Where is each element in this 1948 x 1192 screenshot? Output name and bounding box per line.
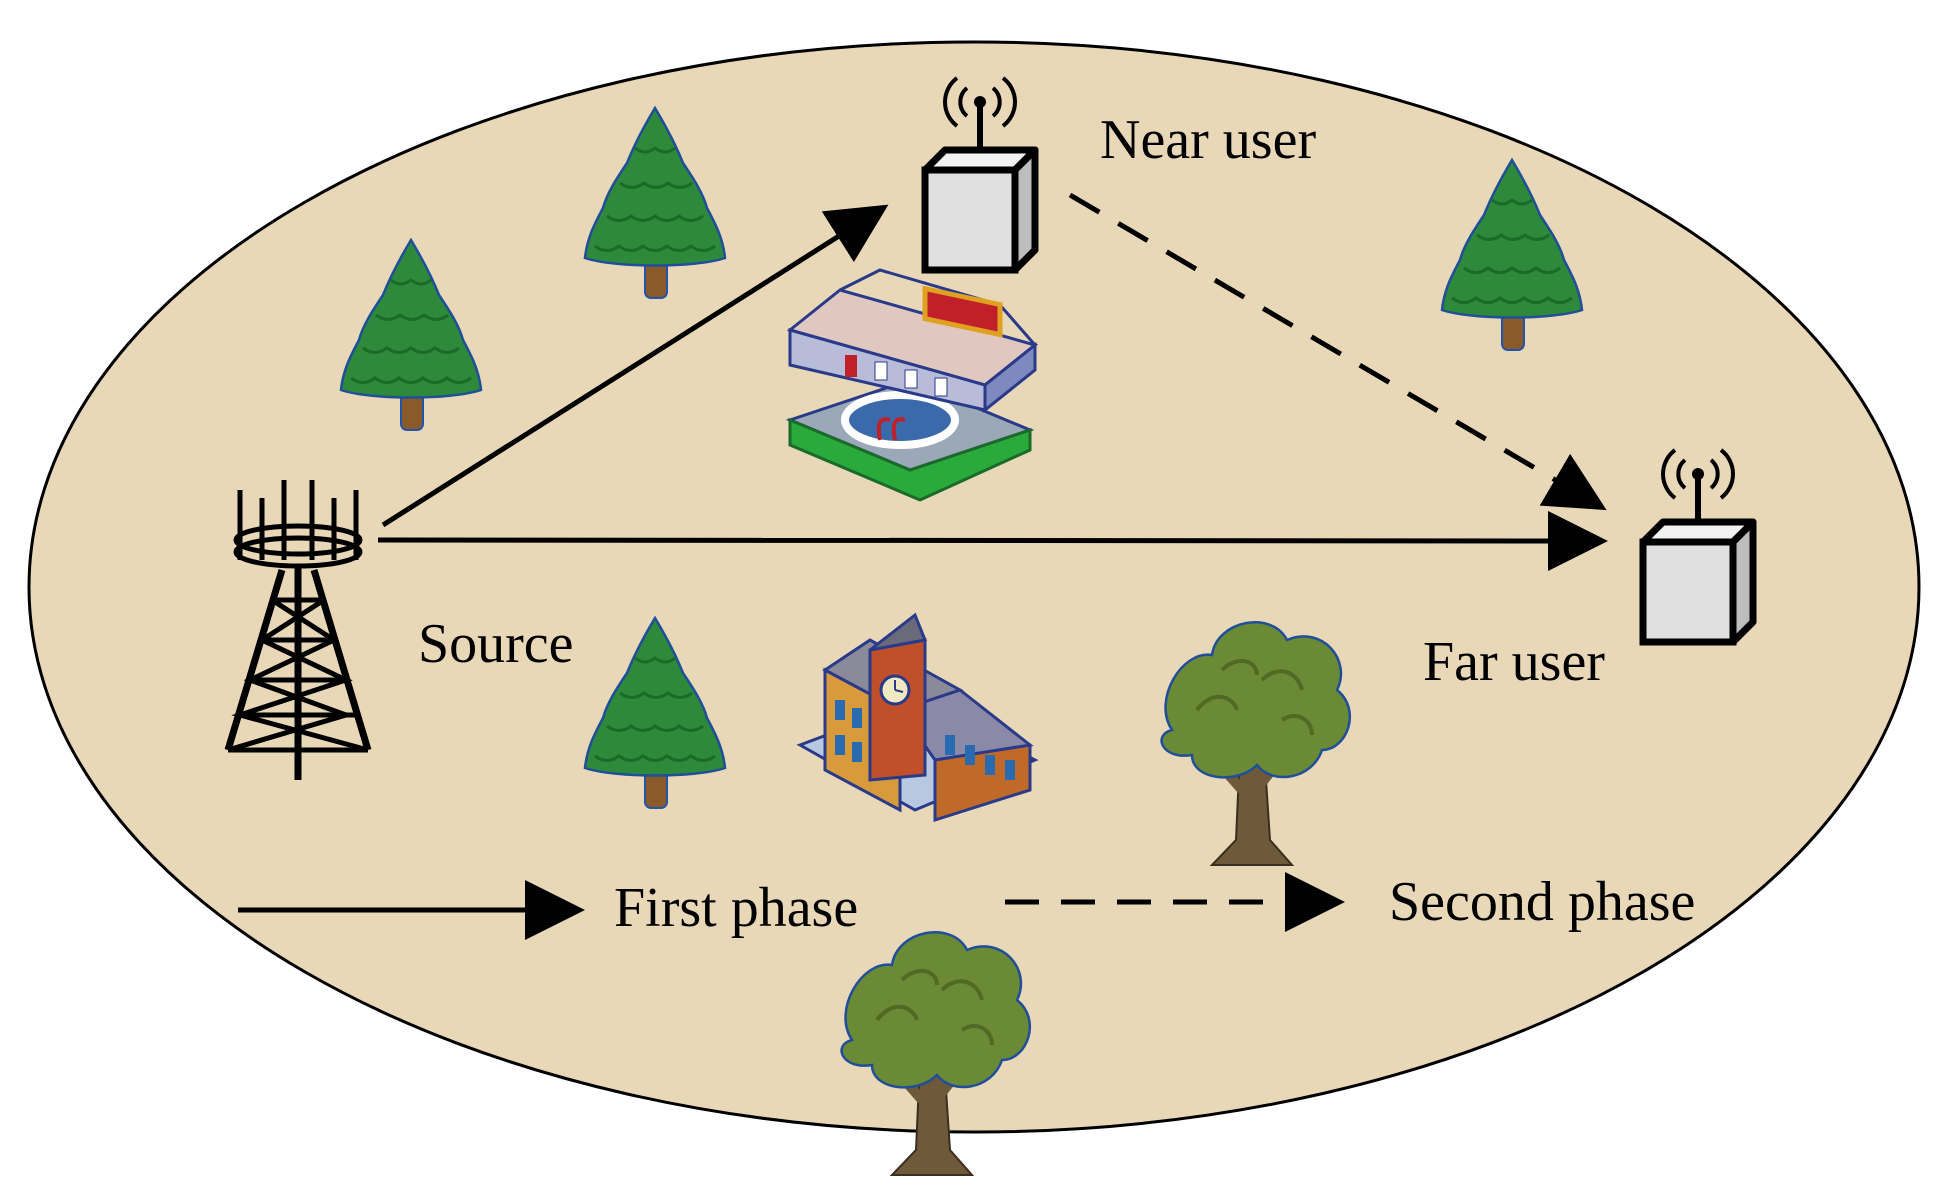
coverage-area <box>27 40 1921 1134</box>
arrow-source-to-near <box>381 204 889 528</box>
arrow-source-to-far <box>377 510 1608 571</box>
far-user-label: Far user <box>1423 631 1605 693</box>
arrow-near-to-far <box>1068 192 1607 511</box>
near-user-label: Near user <box>1100 109 1317 171</box>
motel-building <box>785 268 1039 502</box>
school-building <box>796 612 1039 823</box>
source-tower-icon <box>224 480 372 780</box>
source-label: Source <box>418 613 574 675</box>
legend-first-phase-label: First phase <box>614 877 859 939</box>
legend-second-phase-label: Second phase <box>1389 871 1696 933</box>
